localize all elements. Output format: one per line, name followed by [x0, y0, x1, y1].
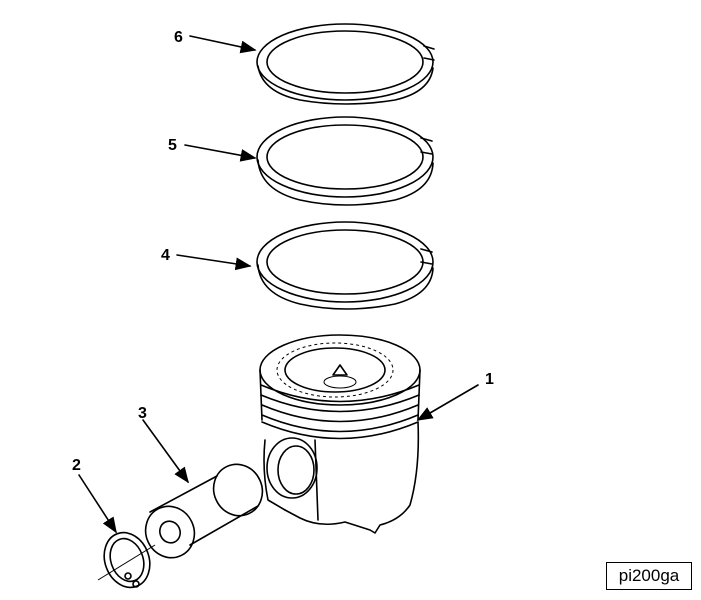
piston-pin: [144, 463, 264, 559]
retaining-ring: [97, 531, 156, 589]
callout-1: 1: [485, 371, 494, 388]
callout-5: 5: [168, 137, 177, 154]
callout-3: 3: [138, 405, 147, 422]
piston: [259, 334, 421, 534]
intermediate-ring: [256, 116, 434, 206]
leader-lines: [78, 35, 479, 534]
callout-2: 2: [72, 457, 81, 474]
top-ring: [256, 23, 435, 105]
oil-control-ring: [256, 221, 434, 310]
figure-id-label: pi200ga: [606, 562, 692, 590]
callout-6: 6: [174, 29, 183, 46]
callout-4: 4: [161, 247, 170, 264]
